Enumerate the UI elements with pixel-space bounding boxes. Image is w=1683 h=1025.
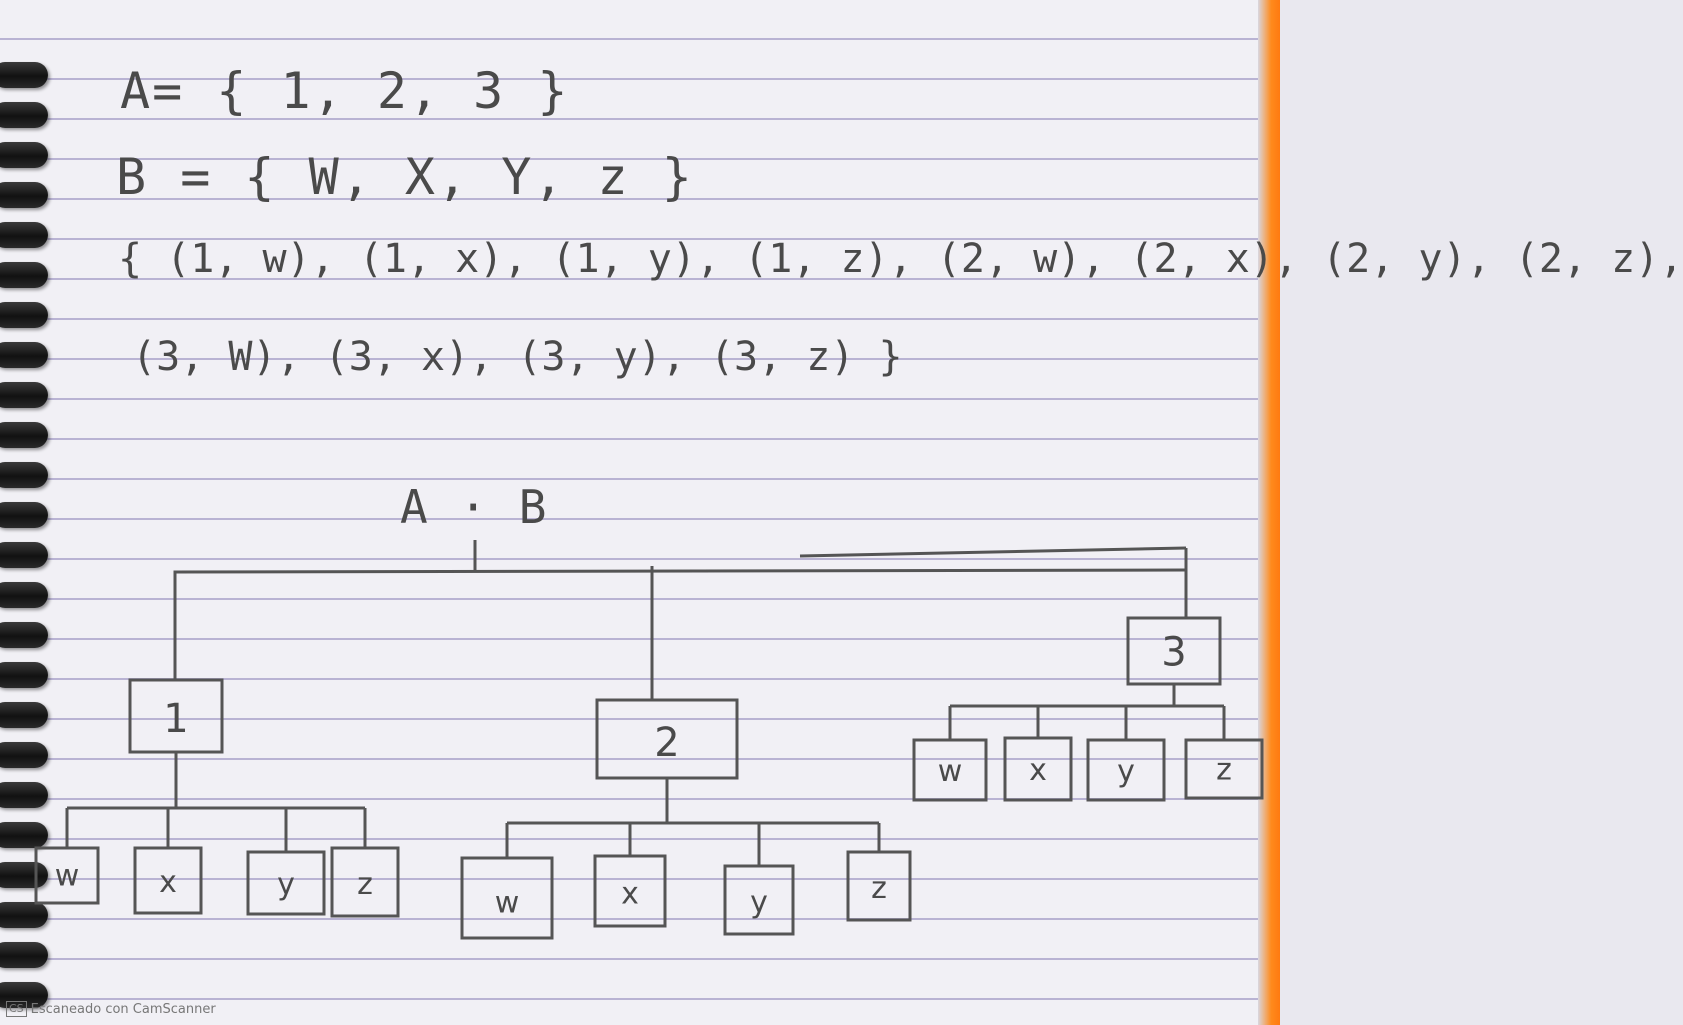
spiral-ring: [0, 622, 48, 648]
spiral-ring: [0, 62, 48, 88]
child-node-1-y: [246, 850, 326, 916]
spiral-ring: [0, 342, 48, 368]
child-label-z: z: [871, 871, 887, 906]
child-label-x: x: [1029, 753, 1047, 788]
child-label-w: w: [938, 754, 963, 789]
spiral-ring: [0, 222, 48, 248]
child-node-1-x: [133, 846, 203, 915]
child-node-2-y: [723, 864, 795, 936]
spiral-ring: [0, 942, 48, 968]
spiral-ring: [0, 582, 48, 608]
spiral-ring: [0, 822, 48, 848]
camscanner-logo-icon: CS: [6, 1001, 27, 1017]
spiral-ring: [0, 462, 48, 488]
child-node-2-w: [460, 856, 554, 940]
spiral-binding: [0, 0, 60, 1025]
spiral-ring: [0, 102, 48, 128]
diagram-title: A · B: [400, 480, 549, 534]
root-bus: [173, 568, 1187, 680]
scanner-watermark: CS Escaneado con CamScanner: [6, 1001, 216, 1017]
parent-label-2: 2: [654, 720, 679, 766]
spiral-ring: [0, 382, 48, 408]
child-node-2-z: [846, 850, 912, 922]
child-label-y: y: [1117, 754, 1135, 789]
child-label-x: x: [159, 865, 177, 900]
child-label-w: w: [495, 885, 520, 920]
spiral-ring: [0, 182, 48, 208]
child-label-y: y: [750, 885, 768, 920]
spiral-ring: [0, 302, 48, 328]
spiral-ring: [0, 142, 48, 168]
cartesian-product-line-1: { (1, w), (1, x), (1, y), (1, z), (2, w)…: [118, 236, 1683, 282]
watermark-text: Escaneado con CamScanner: [30, 1001, 216, 1017]
cartesian-product-line-2: (3, W), (3, x), (3, y), (3, z) }: [132, 334, 903, 380]
set-a-definition: A= { 1, 2, 3 }: [120, 62, 570, 120]
child-label-z: z: [1216, 752, 1232, 787]
child-node-3-y: [1086, 738, 1166, 802]
spiral-ring: [0, 262, 48, 288]
parent-label-1: 1: [163, 696, 188, 742]
root-bus-right: [799, 546, 1187, 558]
spiral-ring: [0, 862, 48, 888]
spiral-ring: [0, 782, 48, 808]
child-label-x: x: [621, 877, 639, 912]
tree-diagram: 1 w x y z 2 w x y z 3 w x y z: [34, 540, 1264, 940]
spiral-ring: [0, 742, 48, 768]
spiral-ring: [0, 662, 48, 688]
child-node-3-x: [1003, 736, 1073, 802]
child-node-3-z: [1184, 738, 1264, 800]
spiral-ring: [0, 982, 48, 1008]
child-node-1-w: [34, 846, 100, 905]
parent-label-3: 3: [1161, 630, 1186, 676]
spiral-ring: [0, 502, 48, 528]
child-node-1-z: [330, 846, 400, 918]
set-b-definition: B = { W, X, Y, z }: [116, 148, 694, 206]
child-node-3-w: [912, 738, 988, 802]
spiral-ring: [0, 542, 48, 568]
child-label-z: z: [357, 867, 373, 902]
child-label-w: w: [55, 858, 80, 893]
child-label-y: y: [277, 867, 295, 902]
child-node-2-x: [593, 854, 667, 928]
spiral-ring: [0, 702, 48, 728]
spiral-ring: [0, 902, 48, 928]
spiral-ring: [0, 422, 48, 448]
